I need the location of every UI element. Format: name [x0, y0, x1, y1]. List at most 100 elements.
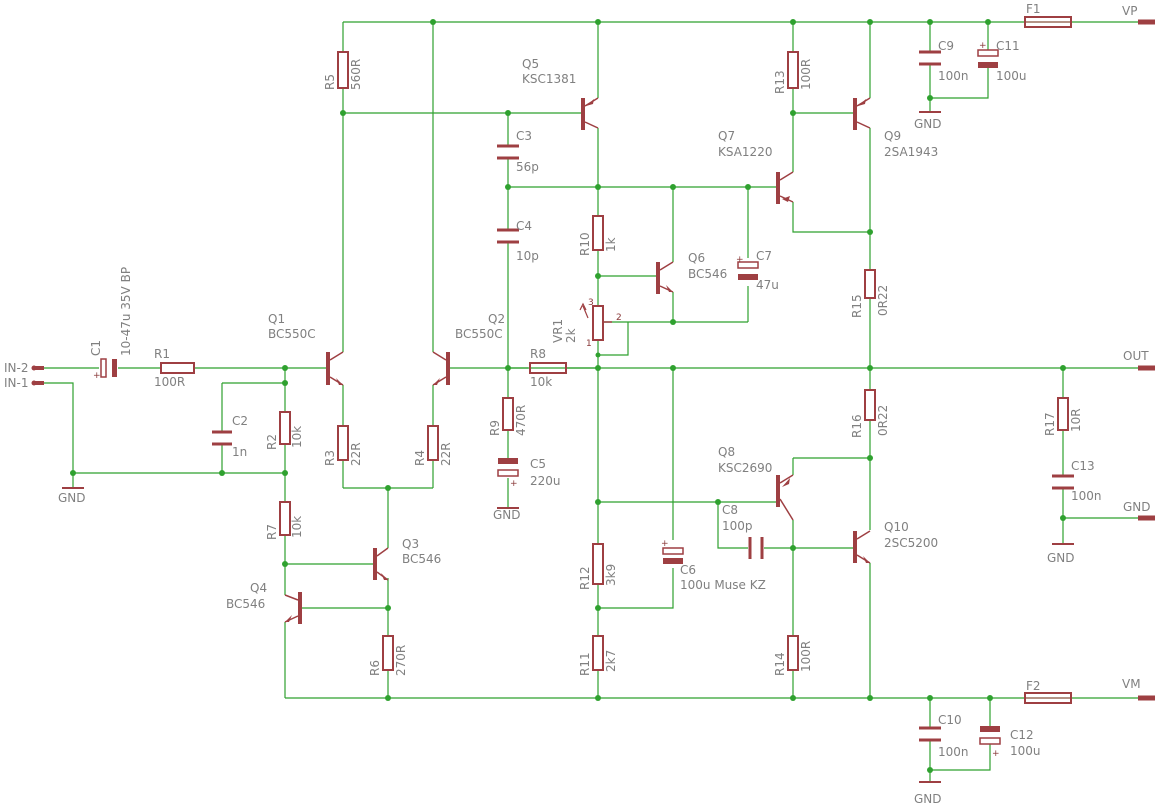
resistor-r16[interactable]: R16 0R22: [850, 389, 890, 438]
transistor-q9[interactable]: Q9 2SA1943: [853, 97, 938, 159]
svg-text:0R22: 0R22: [876, 285, 890, 316]
svg-text:C9: C9: [938, 39, 954, 53]
capacitor-c5[interactable]: + C5 220u: [497, 457, 561, 489]
vm-terminal[interactable]: VM: [1122, 677, 1155, 701]
capacitor-c6[interactable]: + C6 100u Muse KZ: [661, 539, 766, 592]
capacitor-c7[interactable]: + C7 47u: [736, 249, 779, 292]
svg-text:1n: 1n: [232, 445, 247, 459]
transistor-q3[interactable]: Q3 BC546: [373, 537, 441, 581]
gnd-terminal[interactable]: GND: [1123, 500, 1155, 521]
svg-text:BC550C: BC550C: [455, 327, 503, 341]
svg-text:KSC2690: KSC2690: [718, 461, 772, 475]
svg-text:C10: C10: [938, 713, 962, 727]
resistor-r3[interactable]: R3 22R: [323, 425, 363, 466]
resistor-r6[interactable]: R6 270R: [368, 635, 408, 676]
svg-text:R8: R8: [530, 347, 546, 361]
ground-symbols: GND GND GND GND GND: [58, 111, 1075, 806]
resistor-r9[interactable]: R9 470R: [488, 397, 528, 436]
svg-text:22R: 22R: [349, 442, 363, 466]
resistor-r7[interactable]: R7 10k: [265, 501, 304, 540]
capacitor-c2[interactable]: C2 1n: [212, 414, 248, 459]
junctions: [70, 19, 1066, 773]
svg-text:0R22: 0R22: [876, 405, 890, 436]
resistor-r13[interactable]: R13 100R: [773, 51, 813, 94]
capacitor-c8[interactable]: C8 100p: [722, 503, 764, 559]
svg-text:100p: 100p: [722, 519, 753, 533]
vp-terminal[interactable]: VP: [1122, 4, 1155, 25]
svg-text:10R: 10R: [1069, 408, 1083, 432]
svg-text:R4: R4: [413, 450, 427, 466]
transistor-q5[interactable]: Q5 KSC1381: [522, 57, 599, 130]
svg-text:2SC5200: 2SC5200: [884, 536, 938, 550]
resistor-r10[interactable]: R10 1k: [578, 215, 618, 256]
capacitor-c11[interactable]: + C11 100u: [977, 39, 1027, 83]
fuse-f2[interactable]: F2: [1024, 679, 1072, 704]
svg-text:VP: VP: [1122, 4, 1137, 18]
svg-text:+: +: [979, 41, 987, 51]
svg-text:GND: GND: [914, 117, 942, 131]
svg-text:R9: R9: [488, 420, 502, 436]
resistor-r2[interactable]: R2 10k: [265, 411, 304, 450]
gnd-symbol-c5: GND: [493, 507, 521, 522]
capacitor-c13[interactable]: C13 100n: [1052, 459, 1102, 503]
in2-terminal[interactable]: IN-2: [4, 361, 44, 375]
capacitor-c4[interactable]: C4 10p: [497, 219, 539, 263]
svg-text:R10: R10: [578, 232, 592, 256]
svg-text:F2: F2: [1026, 679, 1041, 693]
resistor-r15[interactable]: R15 0R22: [850, 269, 890, 318]
svg-text:100n: 100n: [938, 745, 969, 759]
in1-terminal[interactable]: IN-1: [4, 376, 44, 390]
svg-text:R2: R2: [265, 434, 279, 450]
transistor-q6[interactable]: Q6 BC546: [656, 251, 727, 294]
resistor-r1[interactable]: R1 100R: [154, 347, 195, 389]
transistor-q1[interactable]: Q1 BC550C: [268, 312, 344, 386]
resistor-r17[interactable]: R17 10R: [1043, 397, 1083, 436]
svg-text:R16: R16: [850, 414, 864, 438]
svg-text:R3: R3: [323, 450, 337, 466]
capacitor-c9[interactable]: C9 100n: [919, 39, 969, 83]
svg-text:C13: C13: [1071, 459, 1095, 473]
resistor-r14[interactable]: R14 100R: [773, 635, 813, 676]
svg-text:R11: R11: [578, 652, 592, 676]
resistor-r8[interactable]: R8 10k: [529, 347, 567, 389]
transistor-q10[interactable]: Q10 2SC5200: [853, 520, 938, 564]
svg-text:R17: R17: [1043, 412, 1057, 436]
svg-text:2: 2: [616, 313, 622, 323]
svg-text:100R: 100R: [154, 375, 185, 389]
transistor-q8[interactable]: Q8 KSC2690: [718, 445, 794, 521]
svg-text:47u: 47u: [756, 278, 779, 292]
svg-text:22R: 22R: [439, 442, 453, 466]
svg-text:C12: C12: [1010, 728, 1034, 742]
svg-text:+: +: [661, 539, 669, 549]
transistor-q2[interactable]: Q2 BC550C: [432, 312, 505, 386]
resistor-r4[interactable]: R4 22R: [413, 425, 453, 466]
svg-text:VM: VM: [1122, 677, 1141, 691]
capacitor-c1[interactable]: + C1 10-47u 35V BP: [89, 267, 133, 381]
svg-text:KSA1220: KSA1220: [718, 145, 772, 159]
out-terminal[interactable]: OUT: [1123, 349, 1155, 371]
potentiometer-vr1[interactable]: 3 2 1 VR1 2k: [551, 298, 622, 349]
svg-text:BC546: BC546: [402, 552, 441, 566]
resistors: R1 100R R8 10k R5 560R R2 10k R7 10k R3 …: [154, 51, 1083, 676]
svg-text:10k: 10k: [290, 426, 304, 448]
svg-text:1k: 1k: [604, 237, 618, 252]
svg-text:OUT: OUT: [1123, 349, 1149, 363]
transistor-q4[interactable]: Q4 BC546: [226, 581, 302, 624]
gnd-symbol-input: GND: [58, 487, 86, 505]
svg-text:2k7: 2k7: [604, 650, 618, 672]
svg-text:BC546: BC546: [688, 267, 727, 281]
svg-text:BC550C: BC550C: [268, 327, 316, 341]
svg-text:KSC1381: KSC1381: [522, 72, 576, 86]
wires: [42, 21, 1140, 782]
capacitor-c3[interactable]: C3 56p: [497, 129, 539, 174]
fuse-f1[interactable]: F1: [1024, 2, 1072, 28]
transistor-q7[interactable]: Q7 KSA1220: [718, 129, 794, 204]
capacitor-c10[interactable]: C10 100n: [919, 713, 969, 759]
resistor-r11[interactable]: R11 2k7: [578, 635, 618, 676]
gnd-symbol-c10: GND: [914, 781, 942, 806]
capacitor-c12[interactable]: + C12 100u: [979, 726, 1041, 759]
resistor-r5[interactable]: R5 560R: [323, 51, 363, 90]
resistor-r12[interactable]: R12 3k9: [578, 543, 618, 590]
svg-text:GND: GND: [914, 792, 942, 806]
